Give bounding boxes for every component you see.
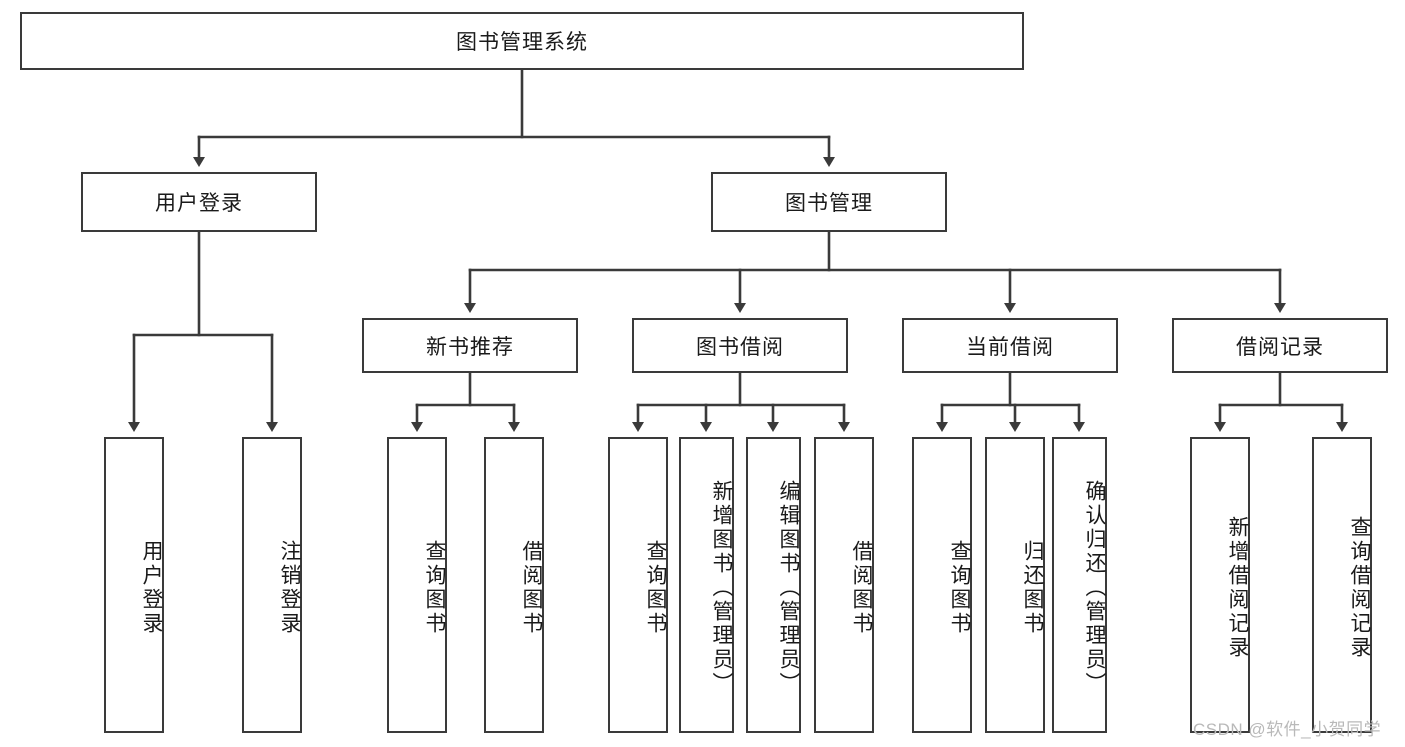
- node-book-borrow[interactable]: 图书借阅: [632, 318, 848, 373]
- node-leaf-add-record[interactable]: 新增借阅记录: [1190, 437, 1250, 733]
- node-leaf-borrow-book-1-label: 借阅图书: [520, 540, 543, 636]
- node-leaf-logout-label: 注销登录: [278, 540, 301, 636]
- node-leaf-logout[interactable]: 注销登录: [242, 437, 302, 733]
- node-leaf-edit-book[interactable]: 编辑图书（管理员）: [746, 437, 801, 733]
- node-borrow-record-label: 借阅记录: [1236, 335, 1324, 359]
- node-leaf-query-record-label: 查询借阅记录: [1348, 516, 1371, 660]
- node-new-book-recommend[interactable]: 新书推荐: [362, 318, 578, 373]
- node-book-manage-label: 图书管理: [785, 192, 873, 215]
- node-root-label: 图书管理系统: [456, 31, 588, 54]
- node-leaf-add-record-label: 新增借阅记录: [1226, 516, 1249, 660]
- node-leaf-confirm-return[interactable]: 确认归还（管理员）: [1052, 437, 1107, 733]
- node-leaf-query-book-3[interactable]: 查询图书: [912, 437, 972, 733]
- node-leaf-borrow-book-2-label: 借阅图书: [850, 540, 873, 636]
- node-leaf-add-book[interactable]: 新增图书（管理员）: [679, 437, 734, 733]
- node-current-borrow-label: 当前借阅: [966, 335, 1054, 359]
- node-leaf-borrow-book-1[interactable]: 借阅图书: [484, 437, 544, 733]
- node-leaf-query-book-2[interactable]: 查询图书: [608, 437, 668, 733]
- node-leaf-query-book-1[interactable]: 查询图书: [387, 437, 447, 733]
- node-user-login[interactable]: 用户登录: [81, 172, 317, 232]
- node-leaf-query-book-1-label: 查询图书: [423, 540, 446, 636]
- node-leaf-query-book-3-label: 查询图书: [948, 540, 971, 636]
- node-current-borrow[interactable]: 当前借阅: [902, 318, 1118, 373]
- node-book-manage[interactable]: 图书管理: [711, 172, 947, 232]
- node-leaf-confirm-return-label: 确认归还（管理员）: [1083, 480, 1106, 696]
- node-leaf-edit-book-label: 编辑图书（管理员）: [777, 480, 800, 696]
- node-leaf-return-book-label: 归还图书: [1021, 540, 1044, 636]
- node-leaf-borrow-book-2[interactable]: 借阅图书: [814, 437, 874, 733]
- node-book-borrow-label: 图书借阅: [696, 335, 784, 359]
- watermark: CSDN @软件_小贺同学: [1193, 720, 1382, 739]
- node-leaf-query-book-2-label: 查询图书: [644, 540, 667, 636]
- node-leaf-user-login-label: 用户登录: [140, 540, 163, 636]
- node-root[interactable]: 图书管理系统: [20, 12, 1024, 70]
- node-leaf-user-login[interactable]: 用户登录: [104, 437, 164, 733]
- node-borrow-record[interactable]: 借阅记录: [1172, 318, 1388, 373]
- node-leaf-return-book[interactable]: 归还图书: [985, 437, 1045, 733]
- node-leaf-add-book-label: 新增图书（管理员）: [710, 480, 733, 696]
- node-user-login-label: 用户登录: [155, 192, 243, 215]
- node-new-book-recommend-label: 新书推荐: [426, 335, 514, 359]
- node-leaf-query-record[interactable]: 查询借阅记录: [1312, 437, 1372, 733]
